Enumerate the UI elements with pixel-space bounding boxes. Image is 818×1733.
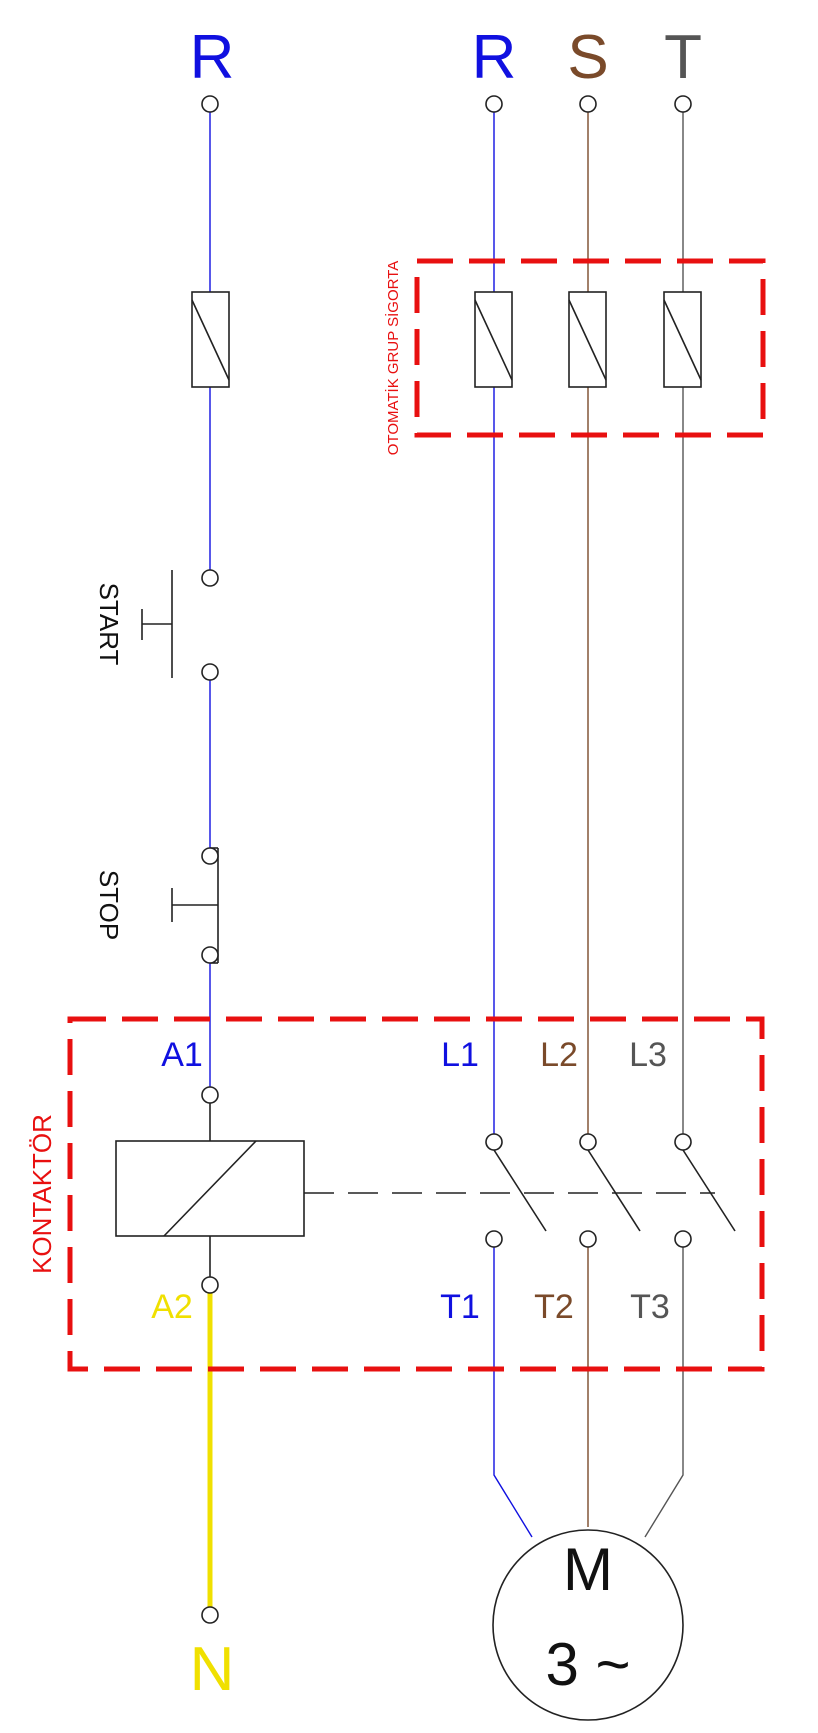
breaker-fuse-r bbox=[474, 291, 513, 388]
contact-pin-l2 bbox=[579, 1133, 597, 1151]
contact-pin-t3 bbox=[674, 1230, 692, 1248]
control-phase-label: R bbox=[190, 23, 235, 92]
phase-t-label: T bbox=[664, 23, 702, 92]
breaker-label: OTOMATİK GRUP SİGORTA bbox=[384, 261, 402, 455]
contact-pin-l3 bbox=[674, 1133, 692, 1151]
start-button-symbol bbox=[141, 570, 173, 678]
breaker-frame bbox=[414, 258, 766, 438]
terminal-pin bbox=[579, 95, 597, 113]
input-l1-label: L1 bbox=[441, 1036, 479, 1074]
contactor-coil bbox=[115, 1140, 305, 1237]
neutral-label: N bbox=[190, 1635, 235, 1704]
output-t3-label: T3 bbox=[630, 1288, 670, 1326]
start-pin-bottom bbox=[201, 663, 219, 681]
contactor-frame bbox=[67, 1016, 765, 1372]
terminal-pin bbox=[485, 95, 503, 113]
start-pin-top bbox=[201, 569, 219, 587]
contact-pin-l1 bbox=[485, 1133, 503, 1151]
motor-label-m: M bbox=[563, 1536, 613, 1603]
coil-a2-label: A2 bbox=[151, 1288, 193, 1326]
motor-symbol bbox=[492, 1529, 684, 1721]
motor-label-phase: 3 ~ bbox=[545, 1631, 630, 1698]
stop-pin-bottom bbox=[201, 946, 219, 964]
stop-label: STOP bbox=[94, 870, 124, 940]
stop-pin-top bbox=[201, 847, 219, 865]
phase-s-label: S bbox=[567, 23, 608, 92]
output-t2-label: T2 bbox=[534, 1288, 574, 1326]
output-t1-label: T1 bbox=[440, 1288, 480, 1326]
input-l3-label: L3 bbox=[629, 1036, 667, 1074]
coil-a1-label: A1 bbox=[161, 1036, 203, 1074]
coil-pin-a1 bbox=[201, 1086, 219, 1104]
contact-pin-t2 bbox=[579, 1230, 597, 1248]
input-l2-label: L2 bbox=[540, 1036, 578, 1074]
breaker-fuse-t bbox=[663, 291, 702, 388]
coil-pin-a2 bbox=[201, 1276, 219, 1294]
contact-pin-t1 bbox=[485, 1230, 503, 1248]
breaker-fuse-s bbox=[568, 291, 607, 388]
phase-r-wire bbox=[493, 112, 533, 1538]
terminal-pin bbox=[201, 95, 219, 113]
start-label: START bbox=[94, 583, 124, 666]
control-fuse bbox=[191, 291, 230, 388]
main-contacts bbox=[493, 1149, 736, 1232]
neutral-pin bbox=[201, 1606, 219, 1624]
stop-button-symbol bbox=[171, 847, 219, 964]
terminal-pin bbox=[674, 95, 692, 113]
contactor-label: KONTAKTÖR bbox=[27, 1114, 57, 1274]
phase-r-label: R bbox=[472, 23, 517, 92]
